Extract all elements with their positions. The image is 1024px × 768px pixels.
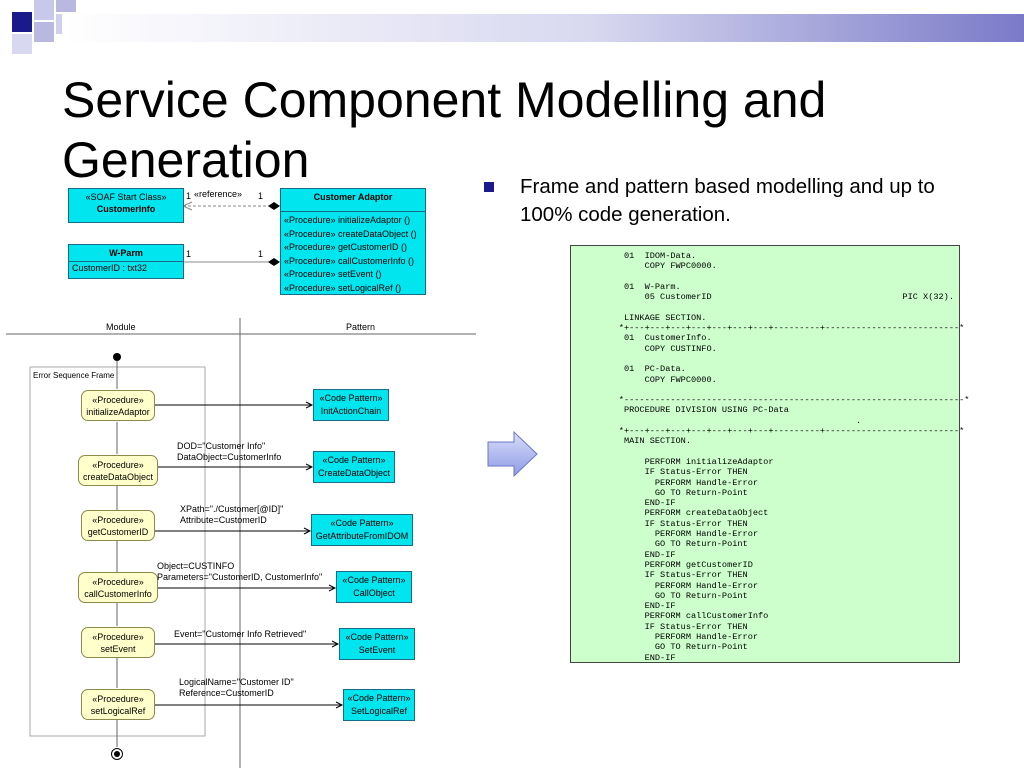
code-pattern-stereotype: «Code Pattern» xyxy=(319,393,383,403)
procedure-node: «Procedure» getCustomerID xyxy=(81,510,155,541)
lane-label-module: Module xyxy=(106,322,136,332)
procedure-name: createDataObject xyxy=(82,472,154,482)
corner-square-light xyxy=(56,0,76,12)
procedure-name: getCustomerID xyxy=(87,527,149,537)
code-pattern-stereotype: «Code Pattern» xyxy=(342,575,406,585)
procedure-name: setEvent xyxy=(100,644,136,654)
code-pattern-name: SetLogicalRef xyxy=(350,706,408,716)
procedure-stereotype: «Procedure» xyxy=(92,577,144,587)
transition-note: XPath="./Customer[@ID]" xyxy=(180,504,284,514)
class-operation: «Procedure» initializeAdaptor () xyxy=(284,215,411,225)
code-pattern-node: «Code Pattern» InitActionChain xyxy=(313,389,389,421)
class-attribute: CustomerID : txt32 xyxy=(72,263,148,273)
arrowhead xyxy=(303,527,312,535)
code-listing: 01 IDOM-Data. COPY FWPC0000. 01 W-Parm. … xyxy=(618,251,970,663)
class-name: CustomerInfo xyxy=(96,204,156,214)
procedure-stereotype: «Procedure» xyxy=(92,632,144,642)
code-pattern-node: «Code Pattern» CreateDataObject xyxy=(313,451,395,483)
transition-note: DataObject=CustomerInfo xyxy=(177,452,282,462)
class-operation: «Procedure» createDataObject () xyxy=(284,228,417,239)
code-pattern-name: SetEvent xyxy=(358,645,396,655)
multiplicity-label: 1 xyxy=(186,249,192,259)
end-node-inner xyxy=(114,751,120,757)
multiplicity-label: 1 xyxy=(186,191,192,201)
code-pattern-name: GetAttributeFromIDOM xyxy=(315,531,409,541)
class-customer-adaptor: Customer Adaptor «Procedure» initializeA… xyxy=(280,188,426,295)
header-gradient-bar xyxy=(62,14,1024,42)
transition-note: Attribute=CustomerID xyxy=(180,515,267,525)
class-operation: «Procedure» callCustomerInfo () xyxy=(284,255,415,266)
transition-note: Parameters="CustomerID, CustomerInfo" xyxy=(157,572,323,582)
procedure-node: «Procedure» setEvent xyxy=(81,627,155,658)
procedure-stereotype: «Procedure» xyxy=(92,460,144,470)
class-operation: «Procedure» setEvent () xyxy=(284,269,382,279)
activity-diagram-lines xyxy=(6,318,476,768)
corner-square-light xyxy=(12,34,32,54)
procedure-name: callCustomerInfo xyxy=(84,589,152,599)
procedure-name: initializeAdaptor xyxy=(86,407,150,417)
procedure-stereotype: «Procedure» xyxy=(92,515,144,525)
arrowhead xyxy=(328,584,337,592)
procedure-node: «Procedure» initializeAdaptor xyxy=(81,390,155,421)
start-node xyxy=(113,353,121,361)
class-stereotype: «SOAF Start Class» xyxy=(85,192,167,202)
code-pattern-stereotype: «Code Pattern» xyxy=(345,632,409,642)
composition-diamond xyxy=(268,258,280,266)
composition-diamond xyxy=(268,202,280,210)
class-name: W-Parm xyxy=(69,245,183,262)
code-pattern-node: «Code Pattern» SetEvent xyxy=(339,628,415,660)
procedure-stereotype: «Procedure» xyxy=(92,694,144,704)
procedure-stereotype: «Procedure» xyxy=(92,395,144,405)
bullet-square-icon xyxy=(484,182,494,192)
code-pattern-stereotype: «Code Pattern» xyxy=(330,518,394,528)
slide-title: Service Component Modelling and Generati… xyxy=(62,72,827,188)
lane-label-pattern: Pattern xyxy=(346,322,376,332)
arrowhead xyxy=(305,463,314,471)
multiplicity-label: 1 xyxy=(258,191,264,201)
class-operation: «Procedure» getCustomerID () xyxy=(284,242,408,252)
code-pattern-stereotype: «Code Pattern» xyxy=(347,693,411,703)
class-diagram-connectors xyxy=(181,201,280,266)
right-arrow-icon xyxy=(487,430,538,478)
arrowhead xyxy=(331,640,340,648)
code-pattern-name: InitActionChain xyxy=(320,406,382,416)
transition-note: Event="Customer Info Retrieved" xyxy=(174,629,307,639)
arrowhead xyxy=(305,401,314,409)
corner-square-light xyxy=(34,0,54,20)
transition-note: Reference=CustomerID xyxy=(179,688,274,698)
code-pattern-name: CreateDataObject xyxy=(317,468,391,478)
multiplicity-label: 1 xyxy=(258,249,264,259)
class-customerinfo: «SOAF Start Class» CustomerInfo xyxy=(68,188,184,223)
reference-label: «reference» xyxy=(194,189,243,199)
transition-note: Object=CUSTINFO xyxy=(157,561,235,571)
code-pattern-name: CallObject xyxy=(353,588,395,598)
arrowhead xyxy=(335,701,344,709)
transition-note: DOD="Customer Info" xyxy=(177,441,266,451)
procedure-node: «Procedure» setLogicalRef xyxy=(81,689,155,720)
corner-square-dark xyxy=(12,12,32,32)
class-wparm: W-Parm CustomerID : txt32 xyxy=(68,244,184,279)
procedure-name: setLogicalRef xyxy=(90,706,146,716)
code-pattern-stereotype: «Code Pattern» xyxy=(322,455,386,465)
procedure-node: «Procedure» callCustomerInfo xyxy=(78,572,158,603)
class-operation: «Procedure» setLogicalRef () xyxy=(284,282,402,293)
transition-note: LogicalName="Customer ID" xyxy=(179,677,294,687)
code-pattern-node: «Code Pattern» GetAttributeFromIDOM xyxy=(311,514,413,546)
bullet-text: Frame and pattern based modelling and up… xyxy=(520,175,935,226)
code-pattern-node: «Code Pattern» CallObject xyxy=(336,571,412,603)
generated-code-panel: 01 IDOM-Data. COPY FWPC0000. 01 W-Parm. … xyxy=(570,245,970,663)
frame-label: Error Sequence Frame xyxy=(33,371,115,380)
code-pattern-node: «Code Pattern» SetLogicalRef xyxy=(343,689,415,721)
class-name: Customer Adaptor xyxy=(281,189,425,212)
corner-square-light xyxy=(34,22,54,42)
procedure-node: «Procedure» createDataObject xyxy=(78,455,158,486)
